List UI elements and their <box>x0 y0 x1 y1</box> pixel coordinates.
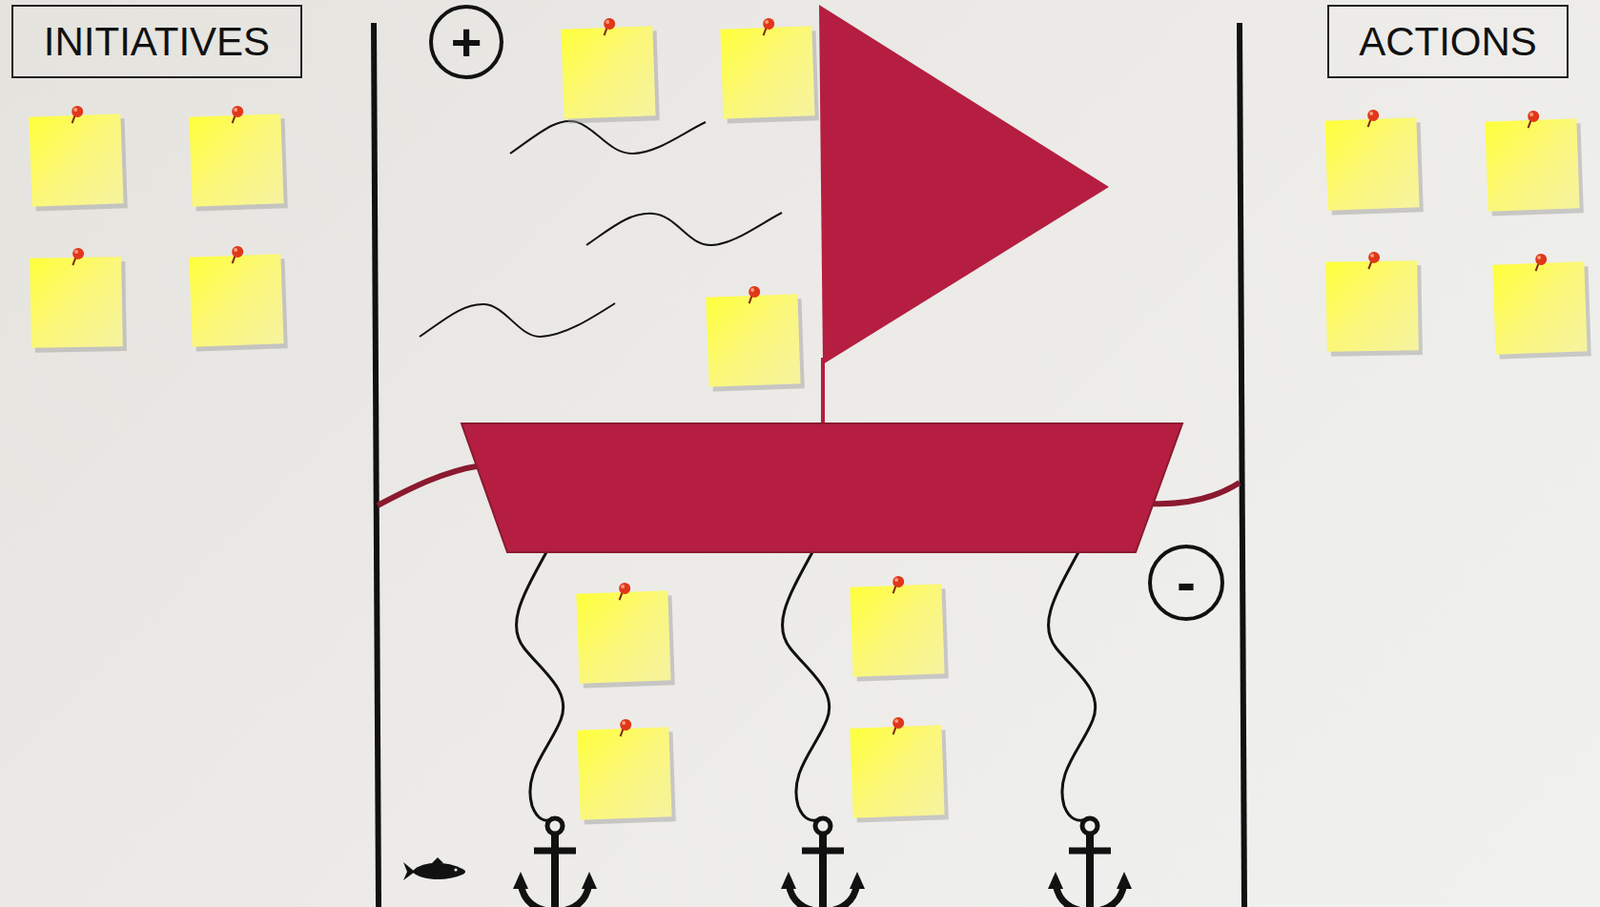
anchor-icon <box>780 818 865 907</box>
sail <box>819 4 1109 365</box>
hull <box>461 423 1183 553</box>
column-line <box>1239 22 1245 907</box>
minus-circle: - <box>1148 544 1225 621</box>
sticky-note <box>28 103 128 211</box>
sticky-note <box>576 717 677 824</box>
sticky-note <box>719 16 820 124</box>
sticky-note <box>705 284 805 391</box>
circle-symbol: - <box>1176 553 1196 612</box>
anchor-icon <box>1047 818 1132 907</box>
column-heading-box: INITIATIVES <box>11 4 303 79</box>
anchor-icon <box>512 818 597 907</box>
sticky-note <box>188 244 288 351</box>
sticky-note <box>849 574 949 681</box>
sticky-note <box>29 246 127 353</box>
sticky-note <box>1324 107 1424 215</box>
mooring-rope <box>1148 482 1240 504</box>
heading-text: INITIATIVES <box>43 21 270 62</box>
heading-text: ACTIONS <box>1358 21 1538 62</box>
sticky-notes <box>28 16 1592 824</box>
sticky-note <box>1325 250 1423 357</box>
wind-line <box>419 303 616 337</box>
column-heading-box: ACTIONS <box>1327 4 1569 79</box>
wind-line <box>510 121 706 154</box>
fish-icon <box>403 857 466 881</box>
sticky-note <box>1492 251 1592 359</box>
mast <box>820 357 825 427</box>
plus-circle: + <box>429 4 504 80</box>
sticky-note <box>1484 108 1584 216</box>
column-line <box>373 22 379 907</box>
sticky-note <box>575 580 676 688</box>
circle-symbol: + <box>451 15 483 69</box>
sticky-note <box>849 715 949 822</box>
wind-line <box>586 212 782 246</box>
sticky-note <box>188 103 288 211</box>
mooring-rope <box>377 465 482 506</box>
sticky-note <box>560 16 660 124</box>
